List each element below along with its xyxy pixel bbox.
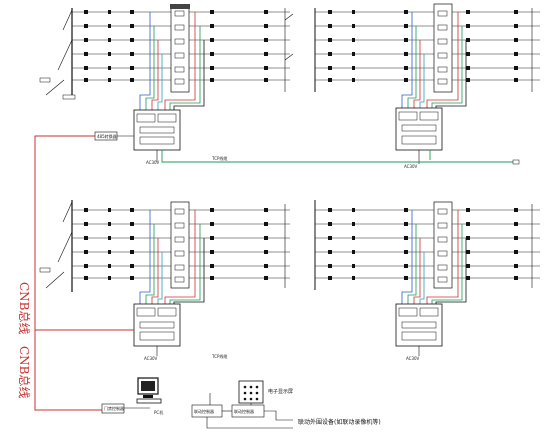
linkage-equipment: 电子显示屏 联动控制器 联动控制器 联动外围设备(如联动录像机等) [191,380,381,429]
pc-label: PC机 [154,409,163,415]
ac-power-label: AC30V [146,160,160,165]
io-ctrl-label-2: 联动控制器 [234,408,254,414]
converter-label: 485转换器 [97,133,117,139]
io-ctrl-label: 联动控制器 [194,408,214,414]
upper-converter: 485转换器 [94,131,134,141]
ac-power-label: AC30V [404,164,418,169]
lower-left-door-group: AC30V TCP线缆 [39,200,290,361]
display-label: 电子显示屏 [268,388,293,395]
upper-left-door-group: AC30V [39,4,294,165]
linkage-label: 联动外围设备(如联动录像机等) [298,418,381,426]
main-ctrl-label: 门禁控制器 [104,405,124,411]
cnb-bus-label-upper: CNB总线 [17,282,31,335]
cable-label: TCP线缆 [211,353,227,359]
lower-right-door-group: AC30V [314,200,540,361]
pc-workstation: PC机 门禁控制器 [101,377,163,415]
cable-label: TCP线缆 [211,155,227,161]
upper-trunk-cable: TCP线缆 [161,150,520,165]
ac-power-label: AC30V [406,356,420,361]
upper-right-door-group: AC30V [314,3,540,169]
cnb-bus-line: CNB总线 CNB总线 [17,135,134,411]
cnb-bus-label-lower: CNB总线 [17,346,31,399]
ac-power-label: AC30V [144,356,158,361]
